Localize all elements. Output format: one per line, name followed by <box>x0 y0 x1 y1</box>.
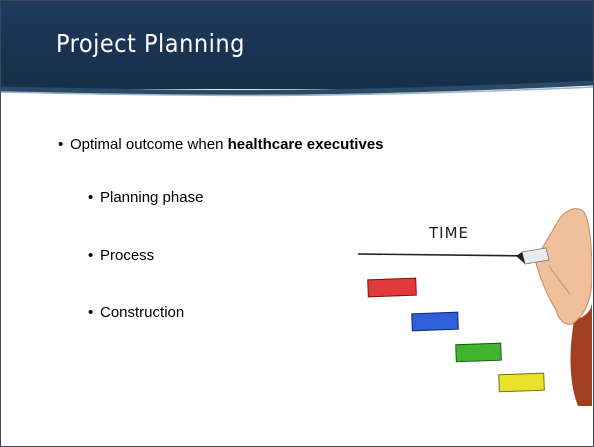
gantt-bar-1 <box>367 277 417 298</box>
header-swoosh <box>1 80 593 107</box>
gantt-bars <box>367 277 545 393</box>
title-bar: Project Planning <box>1 1 593 89</box>
time-axis-line <box>357 253 537 257</box>
gantt-bar-3 <box>455 342 502 363</box>
gantt-bar-4 <box>498 372 545 393</box>
bullet-item: •Process <box>88 247 155 264</box>
bullet-item: •Construction <box>88 304 185 321</box>
time-label: TIME <box>428 224 469 242</box>
bullet-item: •Optimal outcome when healthcare executi… <box>58 136 384 153</box>
bullet-dot: • <box>88 189 94 206</box>
hand-with-marker <box>516 208 592 406</box>
bullet-dot: • <box>88 304 94 321</box>
bullet-bold-text: healthcare executives <box>227 136 384 153</box>
bullet-dot: • <box>88 247 94 264</box>
bullet-dot: • <box>58 136 64 153</box>
gantt-bar-2 <box>411 311 459 332</box>
slide-title: Project Planning <box>56 29 245 58</box>
bullet-item: •Planning phase <box>88 189 204 206</box>
timeline-illustration: TIME <box>357 208 592 406</box>
